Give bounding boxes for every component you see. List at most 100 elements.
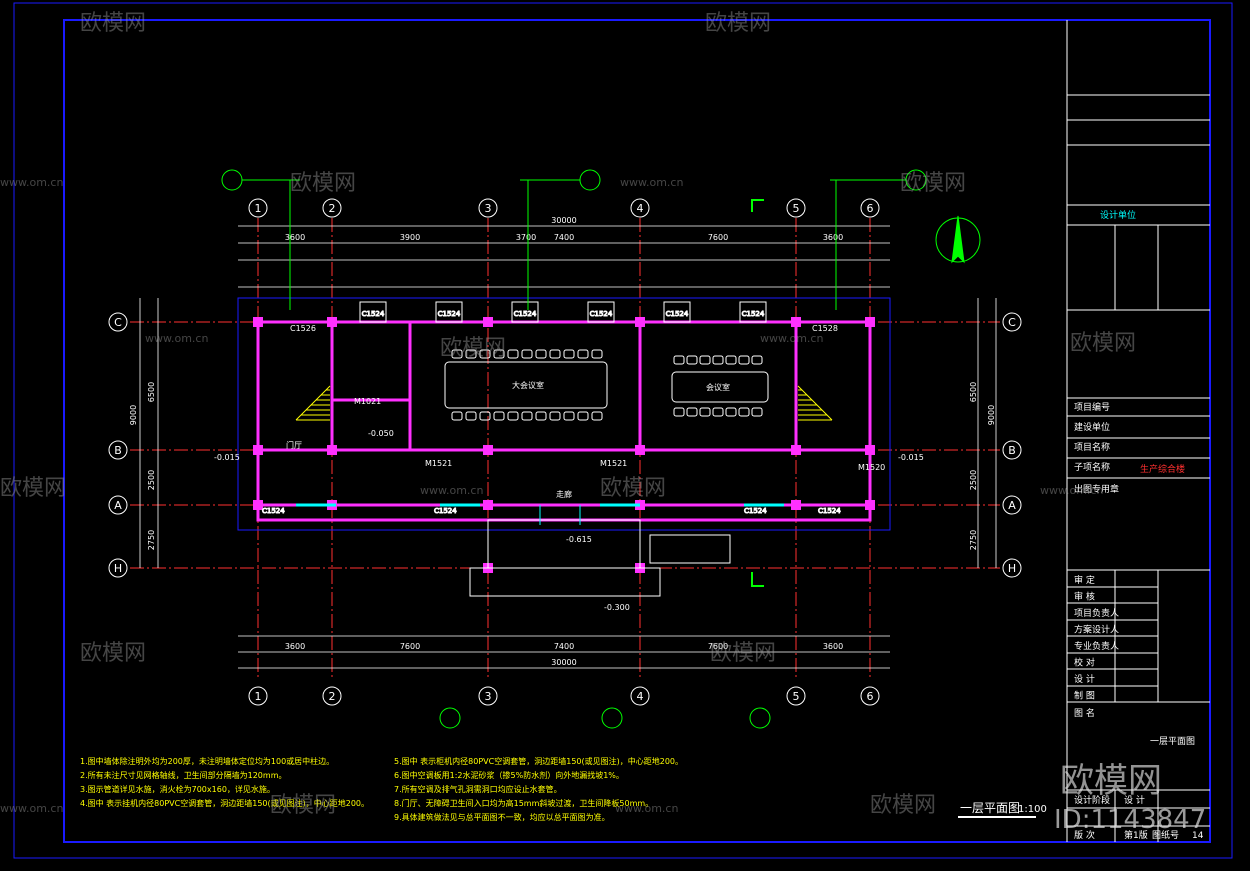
room-labels: 大会议室 会议室 C1526 C1528 M1021 M1521 M1521 M… [286,324,885,499]
chair [591,349,603,359]
level-2b: -0.015 [898,453,924,462]
axis-label-col: 4 [637,690,644,703]
watermark-brand: 欧模网 [80,641,146,666]
watermark-url: www.om.cn [420,484,483,497]
stair-stringer [797,385,833,421]
watermark-url: www.om.cn [615,802,678,815]
axis-bubble-col [786,198,806,218]
tb-project-name: 项目名称 [1074,441,1110,453]
watermark-url: www.om.cn [0,176,63,189]
window-label: C1524 [742,310,765,318]
window-bottom-label: C1524 [744,507,767,515]
chair [507,349,519,359]
chair [725,355,737,365]
dim-bottom-bay: 3600 [285,642,305,651]
column [791,317,801,327]
dim-total-bottom: 30000 [551,658,576,667]
tb-sheet-value: 14 [1192,831,1204,841]
chair [549,349,561,359]
axis-label-col: 5 [793,202,800,215]
axis-label-col: 6 [867,690,874,703]
dim-left-span: 2750 [147,530,156,550]
axis-bubble-row [108,440,128,460]
axis-bubble-row [1002,312,1022,332]
label-c1528: C1528 [812,324,838,333]
dimension-lines [139,225,997,669]
note-line: 9.具体建筑做法见与总平面图不一致，均应以总平面图为准。 [394,812,610,822]
window-label: C1524 [362,310,385,318]
watermark-brand: 欧模网 [1070,331,1136,356]
level-labels: -0.050 -0.015 -0.015 -0.300 -0.615 [214,429,924,612]
tb-project-no: 项目编号 [1074,401,1110,413]
axis-label-col: 3 [485,202,492,215]
chair [549,411,561,421]
window-frame [663,301,691,323]
level-1: -0.050 [368,429,394,438]
title-block [1066,20,1210,842]
axis-label-row: C [1008,316,1016,329]
window-frame [435,301,463,323]
column [253,317,263,327]
axis-label-row: B [1008,444,1016,457]
column [483,445,493,455]
tb-design: 设 计 [1124,794,1145,806]
axis-label-row: H [114,562,122,575]
tb-role: 方案设计人 [1074,624,1119,636]
note-line: 4.图中 表示挂机内径80PVC空调套管，洞边距墙150(或见图注)，中心距地2… [80,798,369,808]
axis-label-row: H [1008,562,1016,575]
level-2: -0.015 [214,453,240,462]
label-m1021: M1021 [354,397,381,406]
axis-label-col: 6 [867,202,874,215]
tb-role: 专业负责人 [1074,640,1119,652]
sheet-border-inner [63,19,1211,843]
dim-total-top: 30000 [551,216,576,225]
general-notes: 1.图中墙体除注明外均为200厚，未注明墙体定位均为100或居中柱边。2.所有未… [80,756,683,822]
window-bottom-label: C1524 [262,507,285,515]
axis-label-col: 5 [793,690,800,703]
meeting-table [671,371,769,403]
tb-design-phase: 设计阶段 [1074,794,1110,806]
chair [563,349,575,359]
column [327,445,337,455]
dim-top-bay: 3600 [823,233,843,242]
chair [465,411,477,421]
watermark-brand: 欧模网 [600,476,666,501]
axis-label-row: A [1008,499,1016,512]
leader-callouts [221,169,927,729]
axis-label-row: A [114,499,122,512]
dim-right-total: 9000 [987,405,996,425]
tb-construction-unit: 建设单位 [1074,421,1110,433]
label-m1520: M1520 [858,463,885,472]
axis-bubble-row [1002,440,1022,460]
tb-role: 审 核 [1074,591,1095,603]
window-bottom-label: C1524 [818,507,841,515]
label-m1521-b: M1521 [600,459,627,468]
tb-role: 设 计 [1074,673,1095,685]
watermark-brand: 欧模网 [290,171,356,196]
chair [577,411,589,421]
dim-left-span: 6500 [147,382,156,402]
level-4: -0.615 [566,535,592,544]
axis-bubble-row [108,558,128,578]
watermark-brand: 欧模网 [0,476,66,501]
dim-top-bay: 7600 [708,233,728,242]
window-frame [359,301,387,323]
label-meeting: 会议室 [706,382,730,392]
tb-sub-project: 子项名称 [1074,461,1110,473]
note-line: 8.门厅、无障碍卫生间入口均为高15mm斜坡过渡，卫生间降板50mm。 [394,798,653,808]
tb-sub-project-value: 生产综合楼 [1140,463,1185,475]
column [865,317,875,327]
note-line: 5.图中 表示柜机内径80PVC空调套管，洞边距墙150(或见图注)，中心距地2… [394,756,683,766]
axis-bubble-row [1002,495,1022,515]
stairs [295,385,833,421]
window-label: C1524 [514,310,537,318]
axis-label-col: 2 [329,202,336,215]
column [791,445,801,455]
window-label: C1524 [590,310,613,318]
axis-bubble-col [248,686,268,706]
